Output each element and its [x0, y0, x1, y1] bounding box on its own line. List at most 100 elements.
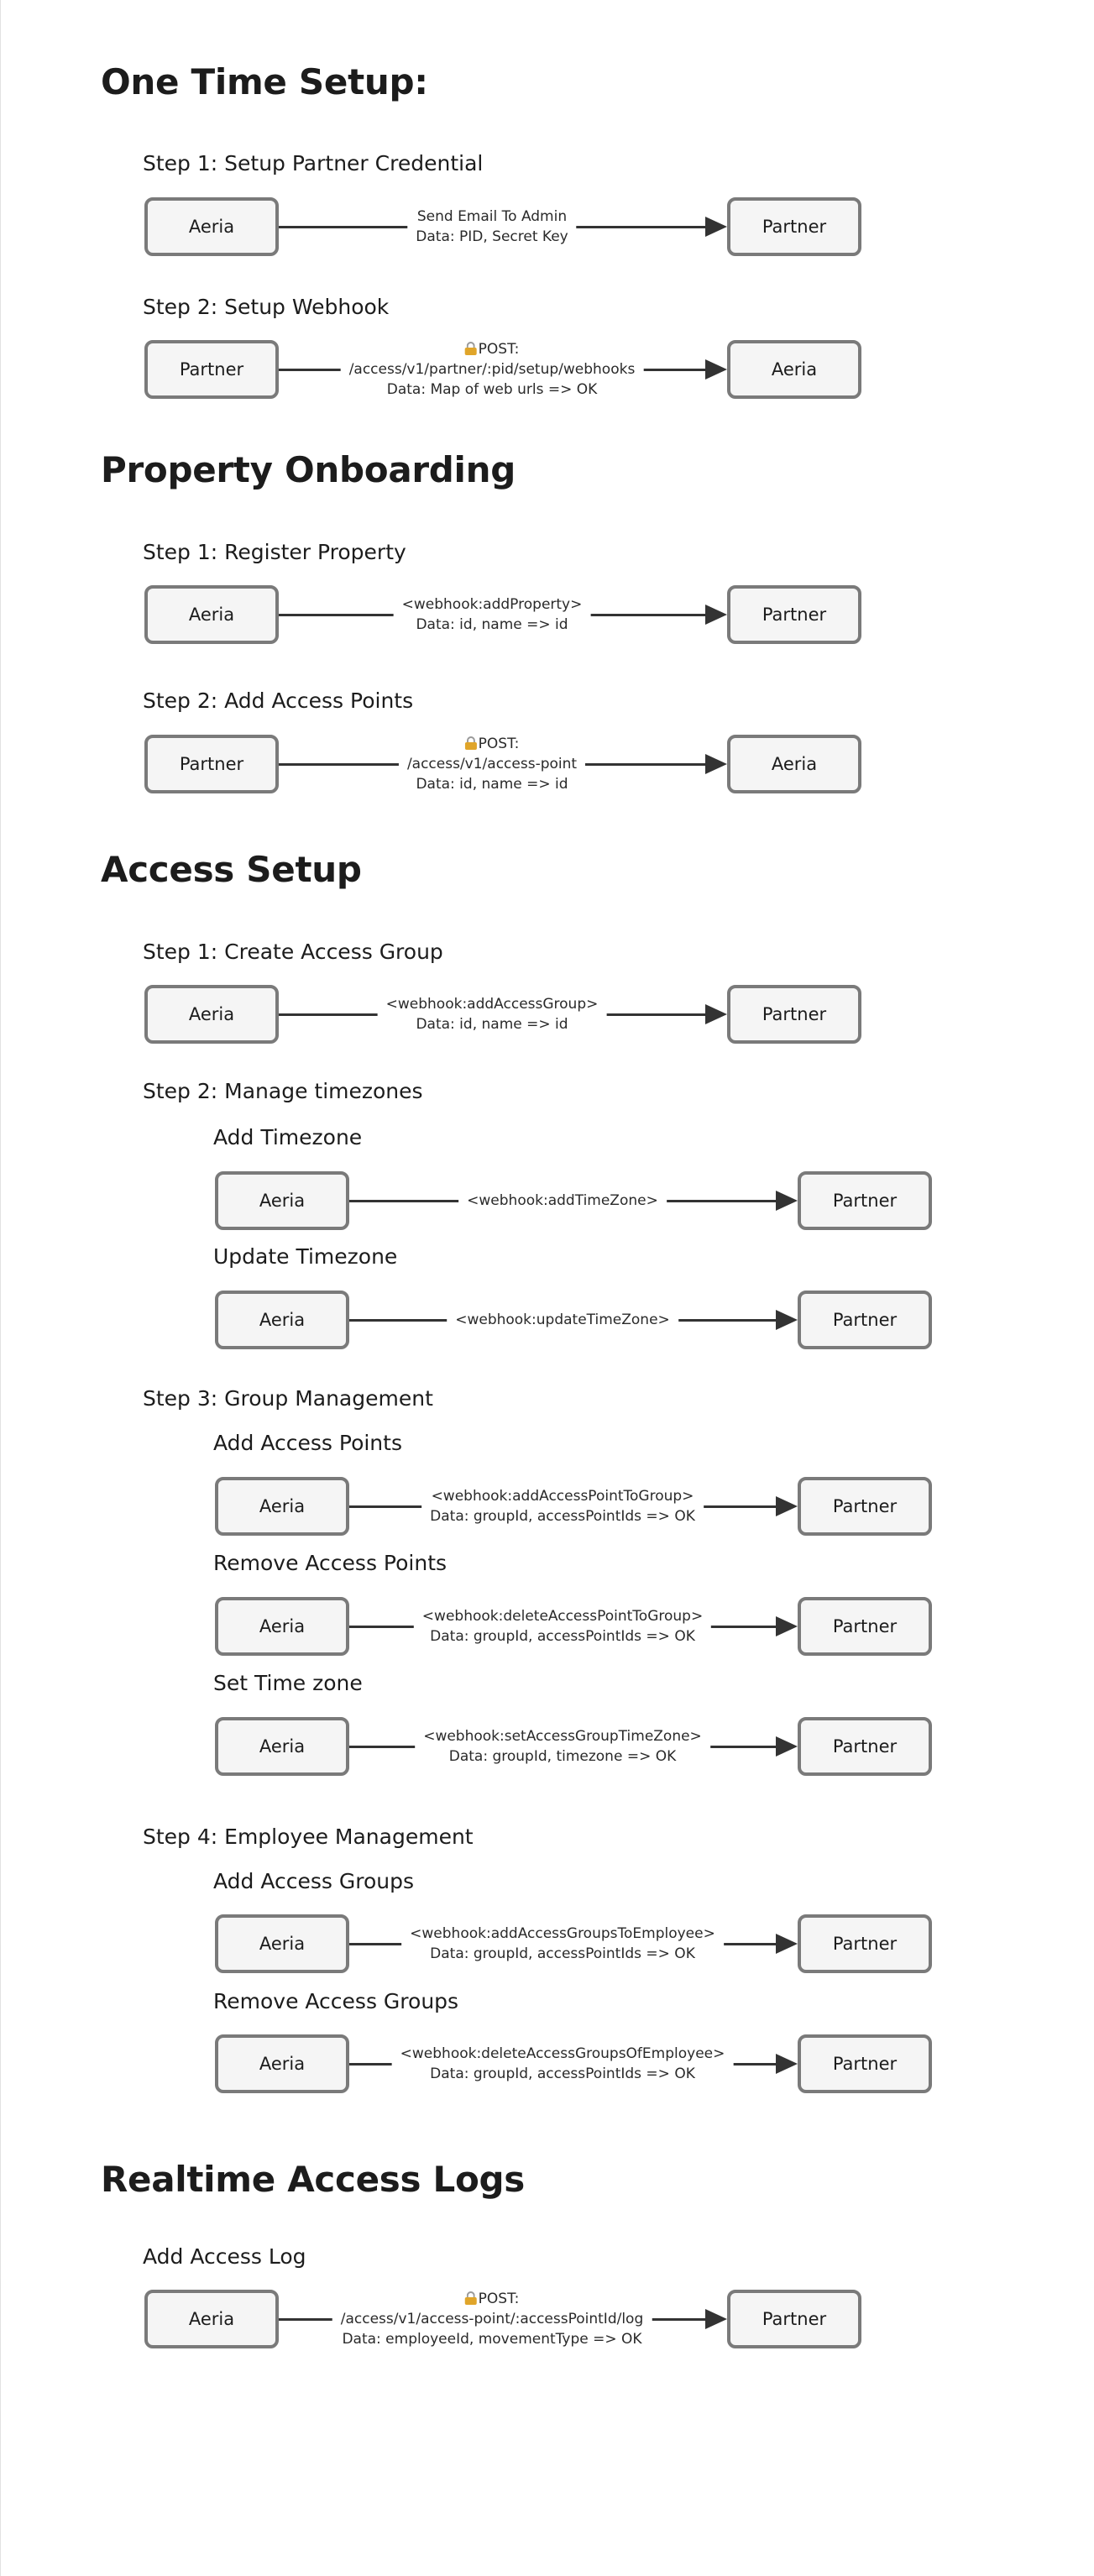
flow-label-text: Data: id, name => id — [416, 616, 568, 633]
lock-icon — [464, 342, 477, 355]
flow-label-line: Data: Map of web urls => OK — [349, 380, 636, 400]
step-title: Remove Access Points — [213, 1551, 448, 1575]
flow-label-primary: <webhook:updateTimeZone> — [455, 1310, 670, 1330]
actor-box-aeria: Aeria — [144, 585, 279, 644]
arrow-head-icon — [705, 217, 727, 237]
step-title: Step 1: Register Property — [143, 540, 406, 564]
flow-label-primary: Send Email To Admin — [416, 207, 568, 227]
actor-box-partner: Partner — [798, 1717, 932, 1776]
flow-label-line: Data: groupId, accessPointIds => OK — [422, 1626, 703, 1647]
flow-label-line: Data: groupId, accessPointIds => OK — [430, 1506, 695, 1526]
flow-label-line: Data: id, name => id — [407, 774, 577, 794]
flow-label-primary: <webhook:addAccessPointToGroup> — [430, 1486, 695, 1506]
actor-box-partner: Partner — [798, 1597, 932, 1656]
actor-box-aeria: Aeria — [215, 1597, 349, 1656]
flow-label-text: <webhook:addAccessPointToGroup> — [431, 1488, 694, 1505]
flow-label-primary: <webhook:deleteAccessGroupsOfEmployee> — [400, 2044, 725, 2064]
flow-label: <webhook:addAccessPointToGroup> Data: gro… — [421, 1486, 704, 1526]
flow-label-text: Data: groupId, accessPointIds => OK — [430, 2066, 695, 2082]
arrow-head-icon — [705, 359, 727, 380]
flow-label-line: Data: id, name => id — [402, 615, 583, 635]
flow-label-primary: <webhook:addTimeZone> — [467, 1191, 658, 1211]
flow-label-text: POST: — [478, 736, 520, 752]
actor-box-aeria: Aeria — [215, 1914, 349, 1973]
flow-label: POST: /access/v1/access-point/:accessPoin… — [332, 2289, 652, 2349]
step-title: Step 1: Create Access Group — [143, 940, 443, 964]
flow-label-line: Data: employeeId, movementType => OK — [341, 2329, 644, 2349]
flow-label-text: Data: groupId, accessPointIds => OK — [430, 1945, 695, 1962]
actor-box-partner: Partner — [798, 1914, 932, 1973]
flow-label-line: Data: PID, Secret Key — [416, 227, 568, 247]
flow-label-text: <webhook:addAccessGroupsToEmployee> — [410, 1925, 715, 1942]
lock-icon — [464, 736, 477, 750]
step-title: Add Access Points — [213, 1431, 402, 1455]
flow-label-line: /access/v1/access-point — [407, 754, 577, 774]
flow-label-text: <webhook:addAccessGroup> — [385, 996, 599, 1013]
flow-label-primary: <webhook:addAccessGroup> — [386, 994, 599, 1014]
flow-label-text: <webhook:setAccessGroupTimeZone> — [423, 1728, 702, 1745]
flow-label-text: <webhook:addTimeZone> — [467, 1192, 658, 1209]
flow-label-text: Data: PID, Secret Key — [416, 228, 568, 245]
actor-box-partner: Partner — [798, 2034, 932, 2093]
actor-box-aeria: Aeria — [144, 197, 279, 256]
actor-box-aeria: Aeria — [727, 340, 861, 399]
section-title: Realtime Access Logs — [101, 2159, 525, 2200]
section-title: Property Onboarding — [101, 449, 516, 490]
page-left-rule — [0, 0, 1, 2576]
step-title: Step 3: Group Management — [143, 1386, 433, 1411]
flow-label: <webhook:addAccessGroupsToEmployee> Data:… — [401, 1924, 724, 1964]
flow-label-text: /access/v1/access-point — [406, 756, 578, 772]
flow-label-text: Data: employeeId, movementType => OK — [342, 2331, 642, 2348]
arrow-head-icon — [705, 1004, 727, 1024]
arrow-head-icon — [776, 1310, 798, 1330]
step-title: Step 1: Setup Partner Credential — [143, 151, 484, 175]
arrow-head-icon — [705, 2309, 727, 2329]
section-title: One Time Setup: — [101, 61, 428, 102]
arrow-head-icon — [705, 605, 727, 625]
flow-label-text: POST: — [478, 2291, 520, 2307]
flow-label-line: /access/v1/partner/:pid/setup/webhooks — [349, 359, 636, 380]
actor-box-aeria: Aeria — [215, 1291, 349, 1349]
flow-label-line: Data: groupId, accessPointIds => OK — [410, 1944, 715, 1964]
flow-label: <webhook:deleteAccessPointToGroup> Data: … — [413, 1606, 712, 1647]
actor-box-partner: Partner — [727, 585, 861, 644]
arrow-head-icon — [705, 754, 727, 774]
arrow-head-icon — [776, 2054, 798, 2074]
flow-label-text: Send Email To Admin — [416, 208, 568, 225]
flow-label-text: Data: id, name => id — [416, 776, 568, 793]
actor-box-partner: Partner — [798, 1477, 932, 1536]
step-title: Add Access Groups — [213, 1869, 415, 1893]
actor-box-partner: Partner — [798, 1291, 932, 1349]
actor-box-aeria: Aeria — [215, 1171, 349, 1230]
actor-box-aeria: Aeria — [215, 1477, 349, 1536]
flow-label-text: <webhook:updateTimeZone> — [455, 1312, 670, 1328]
flow-label: <webhook:deleteAccessGroupsOfEmployee> Da… — [391, 2044, 734, 2084]
actor-box-aeria: Aeria — [215, 2034, 349, 2093]
flow-label: <webhook:updateTimeZone> — [447, 1310, 678, 1330]
flow-label-text: Data: groupId, accessPointIds => OK — [430, 1508, 695, 1525]
step-title: Add Timezone — [213, 1125, 363, 1149]
step-title: Remove Access Groups — [213, 1989, 459, 2013]
flow-label-text: /access/v1/access-point/:accessPointId/l… — [340, 2311, 644, 2327]
flow-label-text: Data: groupId, timezone => OK — [448, 1748, 677, 1765]
actor-box-aeria: Aeria — [144, 985, 279, 1044]
arrow-head-icon — [776, 1736, 798, 1757]
arrow-head-icon — [776, 1191, 798, 1211]
actor-box-partner: Partner — [144, 735, 279, 793]
step-title: Add Access Log — [143, 2244, 306, 2269]
step-title: Step 2: Add Access Points — [143, 689, 414, 713]
flow-label-primary: POST: — [341, 2289, 644, 2309]
flow-label-text: /access/v1/partner/:pid/setup/webhooks — [348, 361, 636, 378]
flow-label-line: /access/v1/access-point/:accessPointId/l… — [341, 2309, 644, 2329]
flow-label-primary: <webhook:deleteAccessPointToGroup> — [422, 1606, 703, 1626]
actor-box-partner: Partner — [144, 340, 279, 399]
flow-label-text: Data: groupId, accessPointIds => OK — [430, 1628, 695, 1645]
flow-label-line: Data: id, name => id — [386, 1014, 599, 1034]
arrow-head-icon — [776, 1934, 798, 1954]
flow-label-text: <webhook:deleteAccessPointToGroup> — [421, 1608, 704, 1625]
flow-label-primary: <webhook:setAccessGroupTimeZone> — [423, 1726, 702, 1746]
flow-label-text: Data: Map of web urls => OK — [386, 381, 598, 398]
flow-label-primary: <webhook:addAccessGroupsToEmployee> — [410, 1924, 715, 1944]
step-title: Set Time zone — [213, 1671, 363, 1695]
